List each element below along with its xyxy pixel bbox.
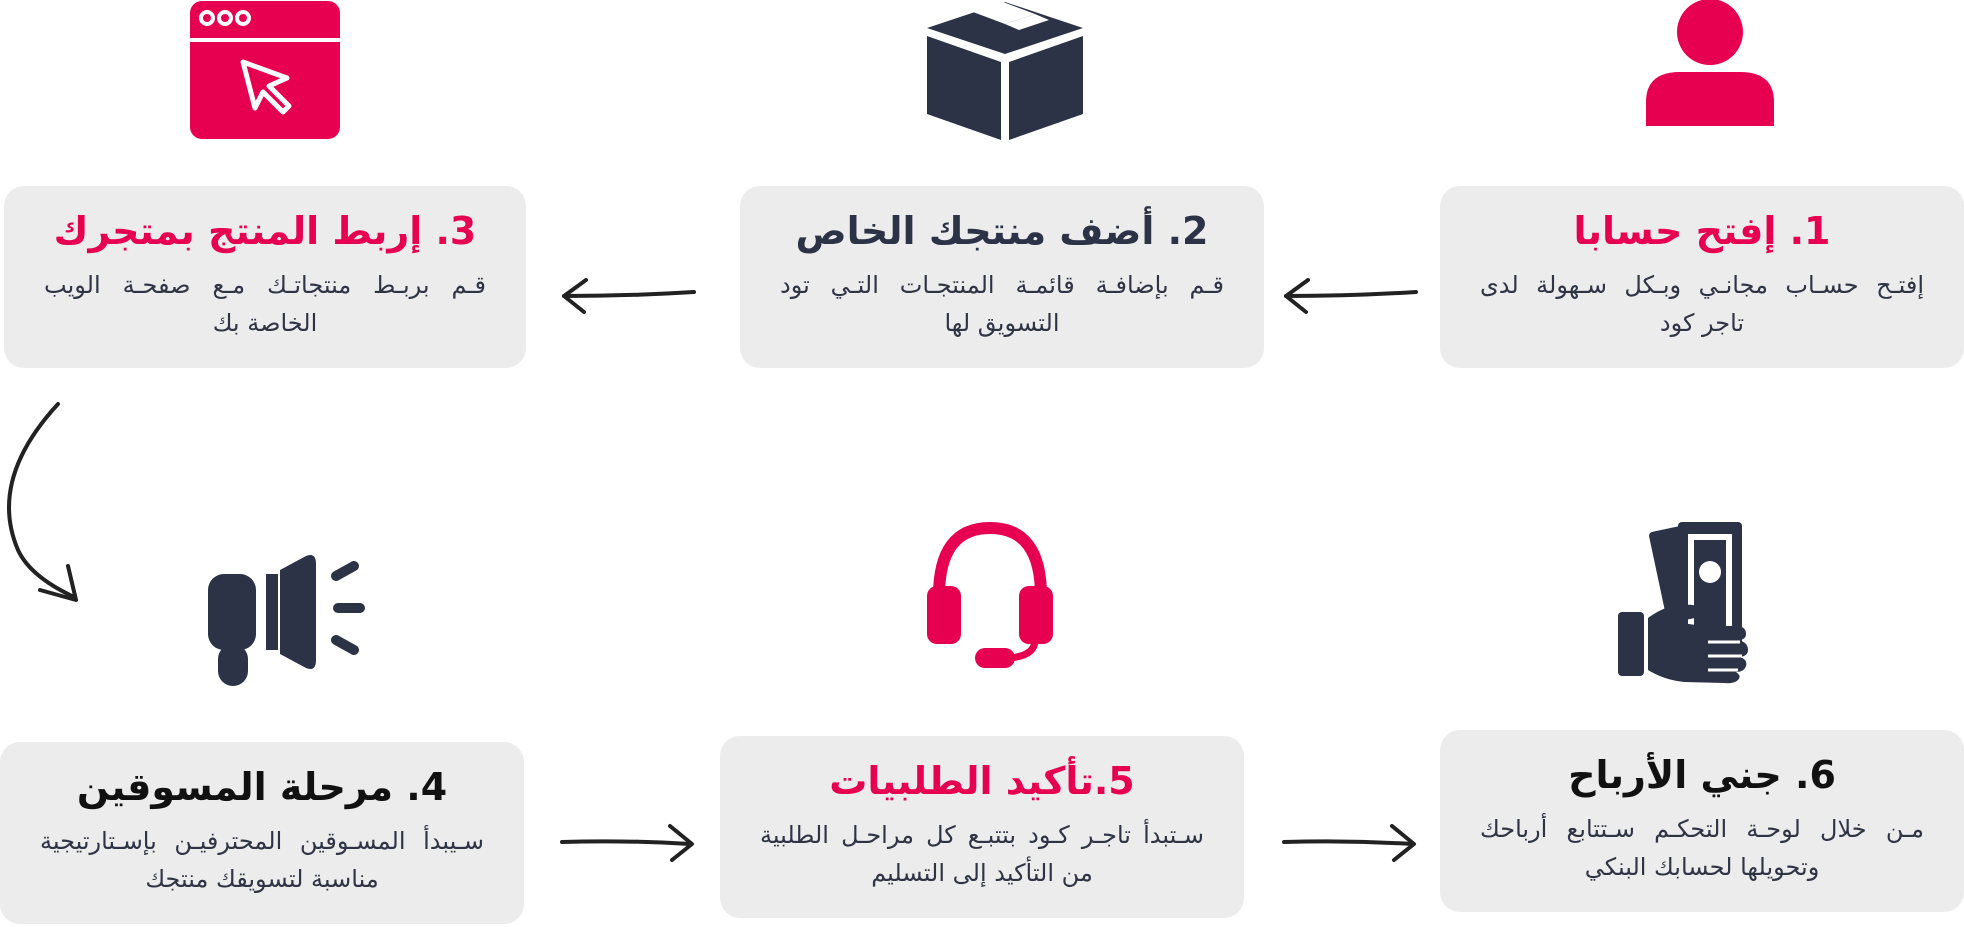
user-icon [1646, 0, 1774, 126]
step-desc-2: قـم بإضافـة قائمـة المنتجـات التـي تود ا… [780, 271, 1224, 337]
step-desc-6: مـن خلال لوحـة التحكـم سـتتابع أرباحك وت… [1480, 815, 1924, 881]
step-desc-5: سـتبدأ تاجـر كـود بتتبـع كل مراحـل الطلب… [760, 821, 1204, 887]
arrow-step3-to-step4 [7, 402, 78, 602]
megaphone-icon [208, 555, 365, 686]
step-desc-1: إفتـح حسـاب مجانـي وبـكل سـهولة لدى تاجر… [1480, 271, 1924, 337]
step-title-6: 6. جني الأرباح [1568, 753, 1836, 797]
step-title-3: 3. إربط المنتج بمتجرك [53, 209, 477, 253]
step-card-1: 1. إفتح حسابا إفتـح حسـاب مجانـي وبـكل س… [1440, 186, 1964, 368]
step-title-2: 2. أضف منتجك الخاص [795, 209, 1209, 253]
step-title-5: 5.تأكيد الطلبيات [829, 759, 1135, 803]
step-card-4: 4. مرحلة المسوقين سـيبدأ المسـوقين المحت… [0, 742, 524, 924]
arrow-step5-to-step6 [1282, 824, 1416, 862]
package-box-icon [927, 2, 1083, 140]
step-desc-4: سـيبدأ المسـوقين المحترفيـن بإسـتارتيجية… [40, 827, 484, 893]
money-hand-icon [1618, 522, 1748, 684]
arrow-step2-to-step3 [562, 278, 696, 314]
step-card-3: 3. إربط المنتج بمتجرك قـم بربـط منتجاتـك… [4, 186, 526, 368]
step-title-1: 1. إفتح حسابا [1573, 209, 1831, 253]
step-card-5: 5.تأكيد الطلبيات سـتبدأ تاجـر كـود بتتبـ… [720, 736, 1244, 918]
arrow-step1-to-step2 [1284, 278, 1418, 314]
step-card-6: 6. جني الأرباح مـن خلال لوحـة التحكـم سـ… [1440, 730, 1964, 912]
headset-icon [927, 521, 1053, 668]
arrow-step4-to-step5 [560, 824, 694, 862]
step-card-2: 2. أضف منتجك الخاص قـم بإضافـة قائمـة ال… [740, 186, 1264, 368]
step-desc-3: قـم بربـط منتجاتـك مـع صفحـة الويب الخاص… [44, 271, 486, 337]
step-title-4: 4. مرحلة المسوقين [76, 765, 448, 809]
browser-cursor-icon [190, 1, 340, 139]
